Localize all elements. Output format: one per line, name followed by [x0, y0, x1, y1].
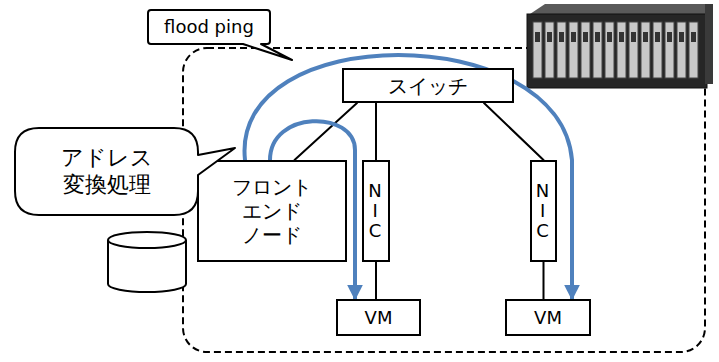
node-label: VM	[365, 307, 393, 329]
switch-box: スイッチ	[342, 68, 514, 103]
node-label: スイッチ	[388, 74, 468, 98]
node-label: flood ping	[164, 16, 254, 38]
nic-box: NIC	[362, 160, 390, 262]
node-label: NIC	[367, 181, 385, 240]
node-label: アドレス 変換処理	[56, 145, 157, 198]
callout-bubble: アドレス 変換処理	[15, 128, 198, 215]
dashed-region	[183, 48, 705, 352]
vm-box: VM	[505, 299, 591, 336]
nic-box: NIC	[530, 160, 557, 262]
callout-bubble: flood ping	[148, 10, 270, 44]
server-rack-image	[527, 4, 713, 88]
node-label: VM	[534, 307, 562, 329]
node-label: NIC	[535, 181, 553, 240]
database-cylinder	[108, 232, 186, 292]
vm-box: VM	[336, 299, 421, 336]
link-line	[375, 103, 377, 160]
link-line	[484, 103, 544, 160]
frontend-node-box: フロント エンド ノード	[197, 160, 347, 262]
node-label: フロント エンド ノード	[226, 175, 318, 247]
link-line	[543, 262, 545, 299]
link-line	[375, 262, 377, 299]
